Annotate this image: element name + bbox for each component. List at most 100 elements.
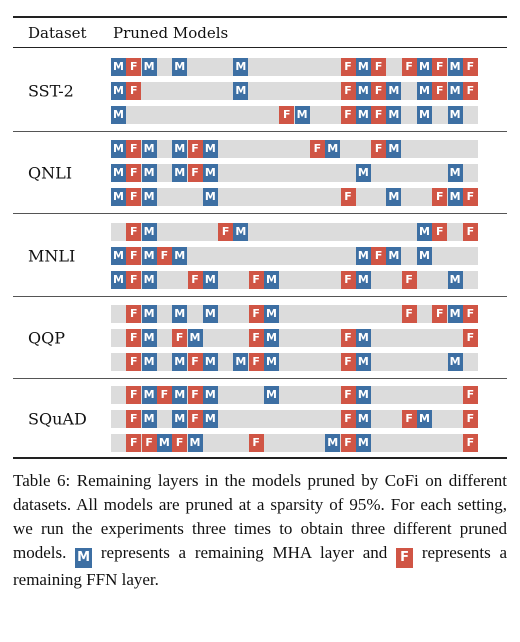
ffn-layer-cell: F [126,164,142,182]
ffn-layer-cell: F [462,58,478,76]
mha-layer-cell: M [202,271,218,289]
mha-layer-cell: M [447,188,463,206]
mha-layer-cell: M [141,329,157,347]
mha-layer-cell: M [233,82,249,100]
mha-layer-cell: M [202,410,218,428]
mha-layer-cell: M [355,164,371,182]
ffn-layer-cell: F [187,140,203,158]
mha-layer-cell: M [264,271,279,289]
header-rule [13,47,507,48]
ffn-layer-cell: F [432,58,448,76]
mha-layer-cell: M [386,106,402,124]
mha-layer-cell: M [447,106,463,124]
mha-layer-cell: M [264,329,279,347]
mha-layer-cell: M [355,82,371,100]
ffn-layer-cell: F [126,188,142,206]
ffn-layer-cell: F [126,329,142,347]
mha-layer-cell: M [141,386,157,404]
mha-layer-cell: M [202,140,218,158]
group-divider [13,296,507,297]
dataset-label: MNLI [28,246,76,266]
ffn-layer-cell: F [126,410,142,428]
ffn-layer-cell: F [248,271,264,289]
mha-layer-cell: M [141,188,157,206]
ffn-symbol-icon: F [396,548,414,568]
ffn-layer-cell: F [126,353,142,371]
mha-layer-cell: M [386,247,402,265]
ffn-layer-cell: F [126,223,142,241]
mha-layer-cell: M [156,434,172,452]
ffn-layer-cell: F [371,247,387,265]
ffn-layer-cell: F [432,305,448,323]
ffn-layer-cell: F [371,58,387,76]
ffn-layer-cell: F [340,353,356,371]
ffn-layer-cell: F [187,410,203,428]
ffn-layer-cell: F [340,271,356,289]
mha-layer-cell: M [233,353,249,371]
mha-symbol-icon: M [75,548,93,568]
mha-layer-cell: M [141,410,157,428]
ffn-layer-cell: F [248,353,264,371]
mha-layer-cell: M [172,164,188,182]
mha-layer-cell: M [141,271,157,289]
header-dataset: Dataset [28,24,87,42]
ffn-layer-cell: F [340,106,356,124]
ffn-layer-cell: F [371,82,387,100]
mha-layer-cell: M [417,410,432,428]
ffn-layer-cell: F [462,305,478,323]
ffn-layer-cell: F [126,140,142,158]
mha-layer-cell: M [172,305,188,323]
mha-layer-cell: M [172,247,188,265]
group-divider [13,378,507,379]
mha-layer-cell: M [111,164,126,182]
mha-layer-cell: M [386,188,402,206]
caption-text-1: Table 6: Remaining layers in the models … [13,471,507,562]
ffn-layer-cell: F [462,386,478,404]
ffn-layer-cell: F [187,271,203,289]
mha-layer-cell: M [447,305,463,323]
mha-layer-cell: M [417,82,432,100]
ffn-layer-cell: F [340,386,356,404]
ffn-layer-cell: F [218,223,234,241]
table-bottom-rule [13,457,507,459]
group-divider [13,213,507,214]
ffn-layer-cell: F [248,434,264,452]
ffn-layer-cell: F [462,188,478,206]
mha-layer-cell: M [141,223,157,241]
ffn-layer-cell: F [279,106,295,124]
mha-layer-cell: M [172,58,188,76]
mha-layer-cell: M [355,386,371,404]
ffn-layer-cell: F [401,305,417,323]
caption-text-3: represents a remaining FFN layer. [13,543,508,589]
ffn-layer-cell: F [156,386,172,404]
mha-layer-cell: M [264,386,279,404]
mha-layer-cell: M [202,305,218,323]
table-caption: Table 6: Remaining layers in the models … [13,469,507,592]
mha-layer-cell: M [325,140,341,158]
mha-layer-cell: M [111,58,126,76]
mha-layer-cell: M [141,353,157,371]
mha-layer-cell: M [202,386,218,404]
ffn-layer-cell: F [126,271,142,289]
mha-layer-cell: M [355,106,371,124]
dataset-label: QNLI [28,163,73,183]
ffn-layer-cell: F [126,434,142,452]
mha-layer-cell: M [202,353,218,371]
ffn-layer-cell: F [340,58,356,76]
ffn-layer-cell: F [401,58,417,76]
mha-layer-cell: M [355,353,371,371]
mha-layer-cell: M [355,434,371,452]
mha-layer-cell: M [172,140,188,158]
mha-layer-cell: M [111,247,126,265]
mha-layer-cell: M [417,247,432,265]
mha-layer-cell: M [417,58,432,76]
